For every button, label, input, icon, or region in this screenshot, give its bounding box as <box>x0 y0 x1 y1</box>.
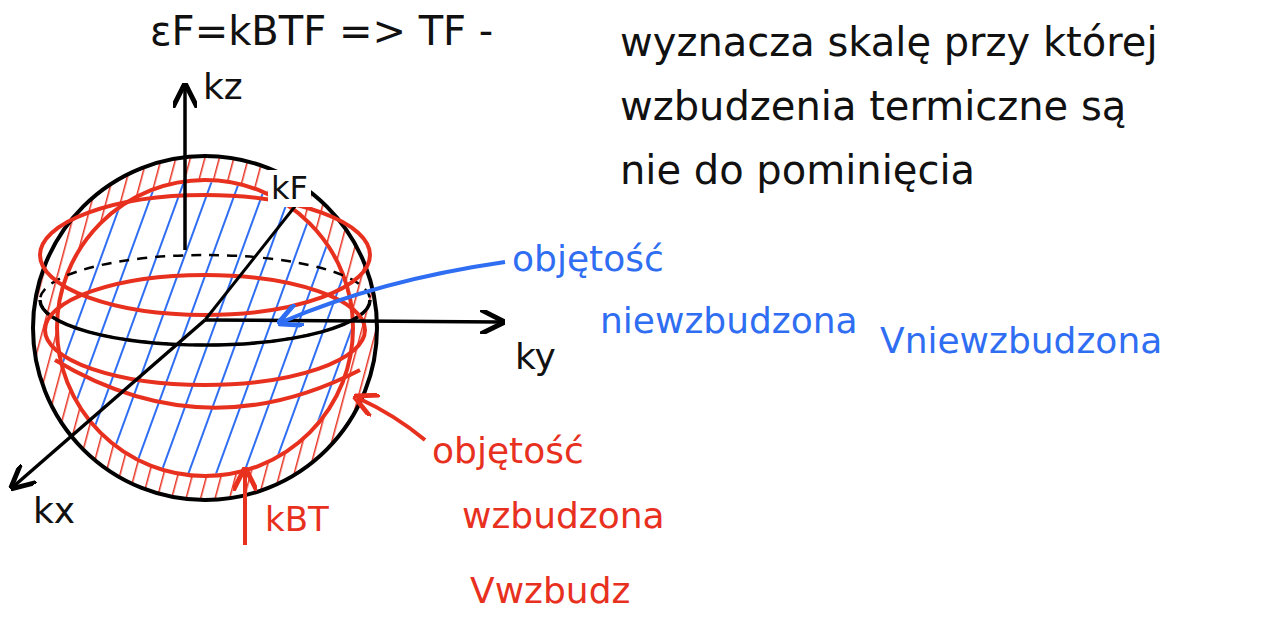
blue-leader <box>282 262 505 322</box>
red-equator-outer <box>40 195 370 315</box>
red-lower-rim <box>55 360 360 408</box>
volume-label: wzbudzona <box>462 495 665 536</box>
red-leader <box>358 398 425 440</box>
unexcited-core <box>59 182 351 474</box>
excited-shell <box>33 156 377 500</box>
equator-back <box>40 255 370 345</box>
radius-label: kF <box>268 170 311 207</box>
kz-axis <box>183 88 187 250</box>
axis-label: ky <box>512 336 559 377</box>
radius-line <box>205 200 300 320</box>
fermi-sphere-outline <box>33 156 377 500</box>
volume-label: objętość <box>512 238 664 279</box>
red-equator-inner <box>45 275 365 385</box>
axis-label: kz <box>200 66 246 107</box>
inner-sphere-outline <box>57 180 353 476</box>
note: wyznacza skalę przy której wzbudzenia te… <box>620 10 1180 202</box>
kx-axis <box>14 320 205 486</box>
volume-label: niewzbudzona <box>600 300 858 341</box>
axis-label: kx <box>30 490 78 531</box>
volume-label: objętość <box>432 430 584 471</box>
volume-symbol: Vniewzbudzona <box>880 320 1162 361</box>
energy-label: kBT <box>262 500 332 539</box>
formula: εF=kBTF => TF - <box>150 8 493 54</box>
volume-symbol: Vwzbudz <box>470 570 630 611</box>
ky-axis <box>205 320 500 322</box>
kbt-arrow <box>243 472 247 545</box>
